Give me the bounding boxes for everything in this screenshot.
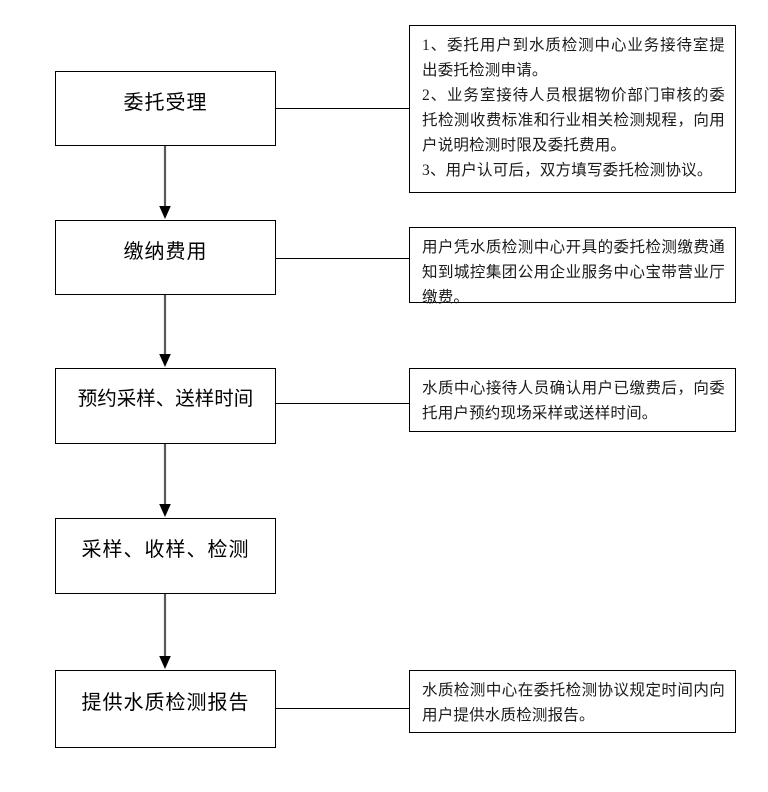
process-label-step-2: 缴纳费用: [123, 240, 208, 263]
process-box-step-2[interactable]: 缴纳费用: [55, 220, 276, 295]
note-text-step-2: 用户凭水质检测中心开具的委托检测缴费通知到城控集团公用企业服务中心宝带营业厅缴费…: [422, 239, 725, 306]
connector-step-1-to-note-1: [276, 108, 409, 109]
note-text-step-1: 1、委托用户到水质检测中心业务接待室提出委托检测申请。 2、业务室接待人员根据物…: [422, 37, 725, 179]
note-box-step-5: 水质检测中心在委托检测协议规定时间内向用户提供水质检测报告。: [409, 670, 736, 733]
connector-step-3-to-note-3: [276, 403, 409, 404]
arrow-step-4-to-step-5: [158, 594, 172, 670]
note-box-step-1: 1、委托用户到水质检测中心业务接待室提出委托检测申请。 2、业务室接待人员根据物…: [409, 25, 736, 193]
process-label-step-1: 委托受理: [123, 91, 208, 114]
arrow-step-1-to-step-2: [158, 146, 172, 220]
arrow-step-2-to-step-3: [158, 295, 172, 368]
process-box-step-1[interactable]: 委托受理: [55, 71, 276, 146]
connector-step-5-to-note-5: [276, 708, 409, 709]
process-label-step-5: 提供水质检测报告: [81, 692, 250, 714]
connector-step-2-to-note-2: [276, 258, 409, 259]
process-label-step-3: 预约采样、送样时间: [77, 388, 254, 411]
note-text-step-5: 水质检测中心在委托检测协议规定时间内向用户提供水质检测报告。: [422, 682, 725, 724]
note-box-step-3: 水质中心接待人员确认用户已缴费后，向委托用户预约现场采样或送样时间。: [409, 368, 736, 432]
process-box-step-4[interactable]: 采样、收样、检测: [55, 518, 276, 594]
note-box-step-2: 用户凭水质检测中心开具的委托检测缴费通知到城控集团公用企业服务中心宝带营业厅缴费…: [409, 227, 736, 306]
note-text-step-3: 水质中心接待人员确认用户已缴费后，向委托用户预约现场采样或送样时间。: [422, 380, 725, 422]
process-label-step-4: 采样、收样、检测: [81, 539, 250, 561]
process-box-step-3[interactable]: 预约采样、送样时间: [55, 368, 276, 444]
arrow-step-3-to-step-4: [158, 444, 172, 518]
process-box-step-5[interactable]: 提供水质检测报告: [55, 670, 276, 748]
